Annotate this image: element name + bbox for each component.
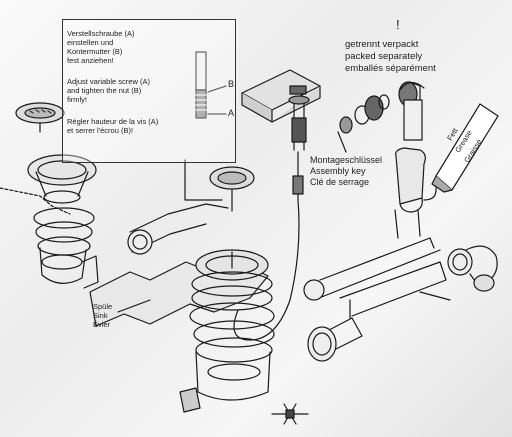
adjustment-instructions-box	[62, 19, 236, 163]
strainer-basket-center	[184, 159, 255, 212]
instruction-french-1: Régler hauteur de la vis (A)	[67, 117, 159, 126]
instruction-french-2: et serrer l'écrou (B)!	[67, 126, 134, 135]
adjustment-screw-detail	[195, 51, 227, 119]
drain-outlet-pipe	[307, 299, 363, 362]
marker-a: A	[228, 108, 235, 118]
exclamation-mark: !	[396, 17, 400, 32]
separate-pack-german: getrennt verpackt	[345, 39, 419, 50]
cable-connector	[292, 175, 304, 195]
grease-tube	[431, 103, 499, 193]
assembly-key-german: Montageschlüssel	[310, 155, 383, 165]
sink-label-german: Spüle	[93, 302, 113, 311]
sink-label-leader	[117, 299, 151, 313]
assembly-key-english: Assembly key	[310, 166, 366, 176]
separate-pack-english: packed separately	[345, 51, 423, 62]
sink-panel-left	[0, 187, 71, 215]
instruction-german-1: Verstellschraube (A)	[67, 29, 135, 38]
sink-mount-block	[241, 69, 321, 151]
sink-label-french: Évier	[93, 320, 111, 329]
instruction-german-4: fest anziehen!	[67, 56, 114, 65]
assembly-key-french: Clé de serrage	[310, 177, 370, 187]
instruction-english-1: Adjust variable screw (A)	[67, 77, 150, 86]
overflow-riser	[395, 147, 443, 213]
assembly-key	[339, 116, 353, 134]
instruction-german-2: einstellen und	[67, 38, 114, 47]
marker-b: B	[228, 79, 235, 89]
instruction-english-3: firmly!	[67, 95, 87, 104]
sink-label-english: Sink	[93, 311, 108, 320]
drain-elbow-right	[447, 245, 498, 292]
cross-tool	[271, 403, 309, 425]
separate-pack-french: emballés séparément	[345, 63, 436, 74]
instruction-english-2: and tighten the nut (B)	[67, 86, 142, 95]
drain-stack-left	[27, 154, 99, 289]
horizontal-overflow-pipe	[127, 203, 451, 317]
drain-stack-center	[179, 249, 275, 413]
instruction-german-3: Kontermutter (B)	[67, 47, 123, 56]
assembly-key-leader	[337, 131, 347, 153]
separately-packed-parts	[354, 81, 425, 141]
strainer-basket-left	[15, 102, 65, 133]
